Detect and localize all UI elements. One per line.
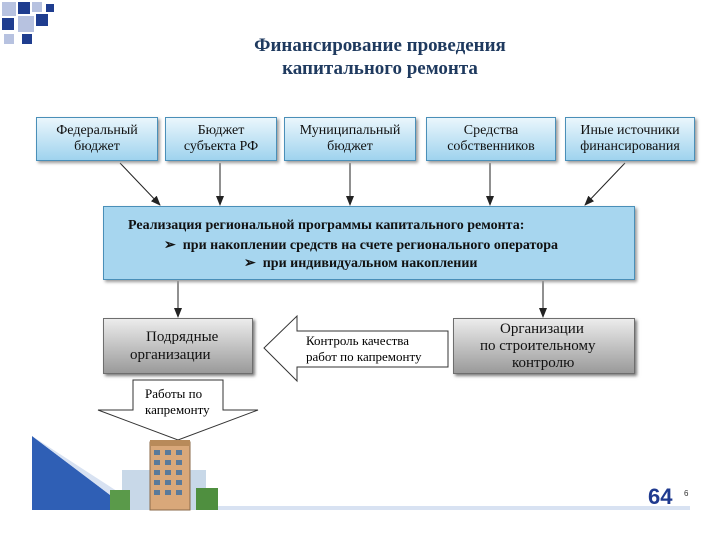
source-label: Бюджет <box>197 123 245 138</box>
construction-supervision-box: Организации по строительному контролю <box>453 318 635 374</box>
source-label: собственников <box>447 139 535 154</box>
supervision-line-3: контролю <box>512 355 575 371</box>
program-item-1: ➢ при накоплении средств на счете регион… <box>164 237 558 254</box>
contractors-line-2: организации <box>130 347 211 363</box>
repair-works-label: Работы по капремонту <box>145 386 210 418</box>
arrow-other <box>584 162 626 206</box>
source-label: Иные источники <box>580 123 680 138</box>
page-number: 64 <box>648 484 673 509</box>
bullet-arrow-icon: ➢ <box>244 256 256 271</box>
program-heading: Реализация региональной программы капита… <box>128 218 525 233</box>
source-label: субъекта РФ <box>183 139 259 154</box>
arrow-federal <box>119 162 161 206</box>
regional-program-box: Реализация региональной программы капита… <box>103 206 635 280</box>
source-label: бюджет <box>74 139 120 154</box>
bullet-arrow-icon: ➢ <box>164 238 176 253</box>
supervision-line-2: по строительному <box>480 338 596 354</box>
page-number-small: 6 <box>684 489 689 498</box>
apartment-building-icon <box>110 440 218 511</box>
works-arrow-shape <box>97 379 259 441</box>
title-line-2: капитального ремонта <box>282 58 478 79</box>
source-label: Федеральный <box>56 123 138 138</box>
program-item-text: при накоплении средств на счете регионал… <box>182 238 559 253</box>
program-item-2: ➢ при индивидуальном накоплении <box>244 255 477 272</box>
source-label: бюджет <box>327 139 373 154</box>
source-label: финансирования <box>580 139 680 154</box>
contractors-line-1: Подрядные <box>146 329 219 345</box>
quality-arrow-shape <box>263 314 449 383</box>
supervision-line-1: Организации <box>500 321 584 337</box>
quality-control-label: Контроль качества работ по капремонту <box>306 333 422 365</box>
slide-title: Финансирование проведения капитального р… <box>190 34 570 80</box>
program-item-text: при индивидуальном накоплении <box>262 256 478 271</box>
quality-line-1: Контроль качества <box>306 333 410 348</box>
source-label: Средства <box>463 123 519 138</box>
title-line-1: Финансирование проведения <box>254 35 506 56</box>
works-line-1: Работы по <box>145 386 203 401</box>
source-label: Муниципальный <box>299 123 401 138</box>
works-line-2: капремонту <box>145 402 210 417</box>
contractors-box: Подрядные организации <box>103 318 253 374</box>
quality-line-2: работ по капремонту <box>306 349 422 364</box>
